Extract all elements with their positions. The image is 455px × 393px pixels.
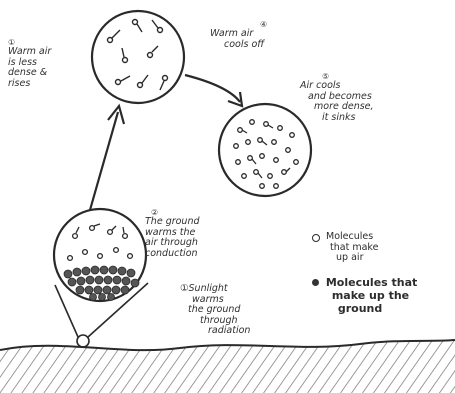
note-line: Warm air bbox=[210, 28, 253, 39]
note-radiation: ①Sunlight warms the ground through radia… bbox=[180, 284, 250, 337]
warm-air-circle bbox=[92, 11, 184, 103]
legend-air-molecules: Molecules that make up air bbox=[312, 232, 378, 264]
note-line: air through bbox=[145, 237, 198, 248]
legend-line: that make bbox=[330, 242, 378, 253]
legend-ground-molecules: Molecules that make up the ground bbox=[312, 276, 417, 315]
legend-line: up air bbox=[336, 252, 363, 263]
note-line: more dense, bbox=[314, 101, 374, 112]
note-line: dense & bbox=[8, 67, 47, 78]
note-conduction: ② The ground warms the air through condu… bbox=[145, 208, 200, 259]
ground-molecules bbox=[64, 266, 139, 301]
note-air-sinks: ⑤ Air cools and becomes more dense, it s… bbox=[300, 72, 374, 123]
legend-line: ground bbox=[338, 302, 382, 315]
cool-air-circle bbox=[219, 104, 311, 196]
note-line: and becomes bbox=[308, 91, 372, 102]
note-line: cools off bbox=[224, 39, 264, 50]
note-line: it sinks bbox=[322, 112, 355, 123]
note-line: Warm air bbox=[8, 46, 51, 57]
note-line: The ground bbox=[145, 216, 200, 227]
ground-molecule-symbol bbox=[312, 279, 319, 286]
ground-spot bbox=[77, 335, 89, 347]
cooling-arrow bbox=[185, 75, 242, 106]
note-line: the ground bbox=[188, 304, 240, 315]
note-line: warms the bbox=[145, 227, 195, 238]
rising-arrow bbox=[90, 106, 124, 210]
note-line: Air cools bbox=[300, 80, 341, 91]
note-warm-air-cools: ④ Warm air cools off bbox=[210, 20, 267, 50]
note-line: ①Sunlight bbox=[180, 283, 228, 294]
ground-air-circle bbox=[54, 209, 146, 301]
legend-line: Molecules that bbox=[326, 276, 417, 289]
note-warm-air-rises: ① Warm air is less dense & rises bbox=[8, 38, 51, 89]
note-line: rises bbox=[8, 78, 30, 89]
legend-line: make up the bbox=[332, 289, 409, 302]
ground bbox=[0, 340, 455, 393]
note-line: is less bbox=[8, 57, 37, 68]
legend-line: Molecules bbox=[326, 231, 373, 242]
note-line: radiation bbox=[208, 325, 250, 336]
note-line: through bbox=[200, 315, 238, 326]
note-line: warms bbox=[192, 294, 224, 305]
note-line: conduction bbox=[145, 248, 198, 259]
air-molecule-symbol bbox=[312, 234, 320, 242]
